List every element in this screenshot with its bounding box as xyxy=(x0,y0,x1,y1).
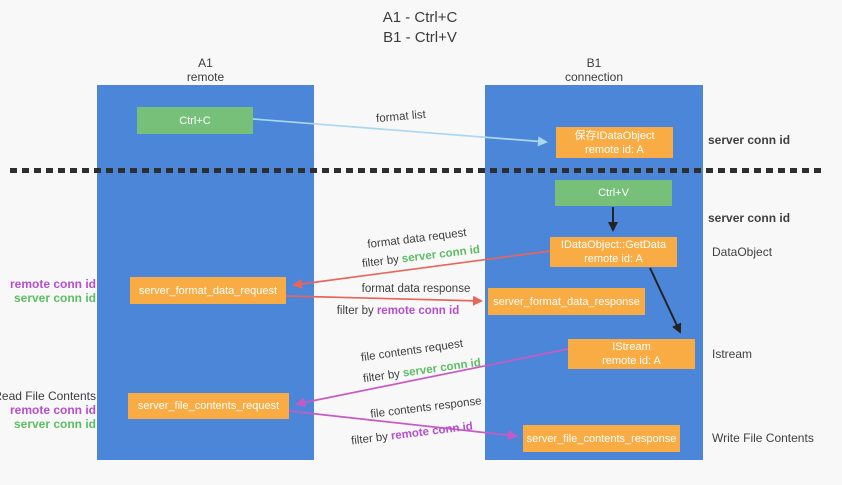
dataobject-annotation: DataObject xyxy=(712,245,773,259)
format-data-response-label: format data response xyxy=(361,283,471,295)
server-file-contents-request-node: server_file_contents_request xyxy=(128,393,289,419)
format-list-label: format list xyxy=(375,108,427,126)
getdata-line1: IDataObject::GetData xyxy=(560,239,667,251)
server-conn-id-annotation: server conn id xyxy=(13,417,96,431)
lane-header-b1: B1 connection xyxy=(485,56,703,84)
file-contents-response-label: file contents response xyxy=(369,395,483,421)
write-file-contents-annotation: Write File Contents xyxy=(712,431,814,445)
file-request-conn-id-annotations: Read File Contents remote conn id server… xyxy=(0,389,96,431)
server-conn-id-annotation-mid: server conn id xyxy=(708,211,791,225)
read-file-contents-annotation: Read File Contents xyxy=(0,389,96,403)
title-line-ctrl-c: A1 - Ctrl+C xyxy=(382,9,458,26)
ctrl-c-node: Ctrl+C xyxy=(137,107,253,134)
istream-annotation: Istream xyxy=(712,347,753,361)
ctrl-v-label: Ctrl+V xyxy=(598,187,629,199)
lane-a1-role: remote xyxy=(186,70,225,84)
server-conn-id-annotation: server conn id xyxy=(13,291,96,305)
idataobject-getdata-node: IDataObject::GetData remote id: A xyxy=(550,237,677,267)
remote-conn-id-annotation: remote conn id xyxy=(9,403,96,417)
server-format-data-request-label: server_format_data_request xyxy=(138,284,278,297)
istream-node: IStream remote id: A xyxy=(568,339,695,369)
phase-divider-dotted-line xyxy=(10,168,825,173)
filter-by-text: filter by xyxy=(336,305,374,317)
lane-header-a1: A1 remote xyxy=(97,56,314,84)
server-format-data-response-node: server_format_data_response xyxy=(488,288,645,315)
filter-by-text: filter by xyxy=(361,253,400,271)
save-idataobject-line2: remote id: A xyxy=(585,143,644,156)
server-file-contents-response-label: server_file_contents_response xyxy=(526,432,677,445)
server-conn-id-text: server conn id xyxy=(401,243,481,266)
save-idataobject-line1: 保存IDataObject xyxy=(574,129,655,142)
remote-conn-id-annotation: remote conn id xyxy=(9,277,96,291)
lane-b1-name: B1 xyxy=(586,56,602,70)
istream-line1: IStream xyxy=(612,341,651,353)
server-file-contents-response-node: server_file_contents_response xyxy=(523,425,680,452)
ctrl-c-label: Ctrl+C xyxy=(179,114,211,127)
diagram-title: A1 - Ctrl+C B1 - Ctrl+V xyxy=(320,8,520,48)
remote-conn-id-text: remote conn id xyxy=(390,420,474,443)
server-conn-id-annotation-top: server conn id xyxy=(708,133,791,147)
server-format-data-request-node: server_format_data_request xyxy=(130,277,286,304)
lane-a1-name: A1 xyxy=(198,56,213,70)
lane-b1-role: connection xyxy=(564,70,624,84)
format-request-conn-id-annotations: remote conn id server conn id xyxy=(10,277,96,305)
title-line-ctrl-v: B1 - Ctrl+V xyxy=(383,29,457,46)
server-conn-id-text: server conn id xyxy=(402,356,482,380)
save-idataobject-node: 保存IDataObject remote id: A xyxy=(556,127,673,158)
server-format-data-response-label: server_format_data_response xyxy=(493,295,640,308)
filter-by-text: filter by xyxy=(350,430,389,448)
server-file-contents-request-label: server_file_contents_request xyxy=(137,400,280,412)
getdata-line2: remote id: A xyxy=(584,253,643,265)
filter-by-text: filter by xyxy=(362,368,401,386)
ctrl-v-node: Ctrl+V xyxy=(555,180,672,206)
istream-line2: remote id: A xyxy=(602,355,661,367)
format-data-response-arrow xyxy=(285,295,483,306)
remote-conn-id-text: remote conn id xyxy=(376,305,460,317)
